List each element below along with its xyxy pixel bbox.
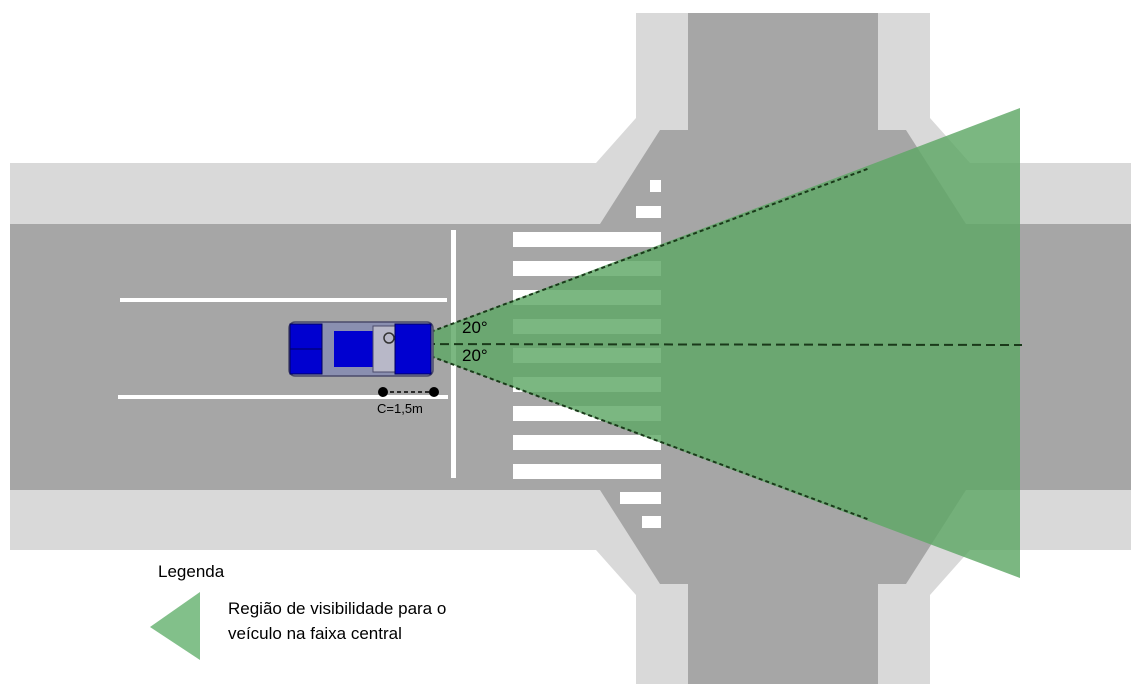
lane-line-upper: [120, 298, 447, 302]
setback-label: C=1,5m: [377, 401, 423, 416]
crosswalk-stripe: [642, 516, 661, 528]
sidewalk-bottom-left: [10, 490, 688, 684]
corner-flare-top-left: [600, 130, 688, 224]
lane-line-lower: [118, 395, 448, 399]
sightline-center: [397, 343, 1023, 346]
angle-label-upper: 20°: [462, 318, 488, 337]
crosswalk-stripe: [513, 464, 661, 479]
crosswalk-stripe: [513, 435, 661, 450]
crosswalk-stripe: [620, 492, 661, 504]
angle-label-lower: 20°: [462, 346, 488, 365]
setback-marker-start: [378, 387, 388, 397]
legend-title: Legenda: [158, 562, 225, 581]
setback-marker-end: [429, 387, 439, 397]
vehicle-hood: [394, 323, 432, 375]
crosswalk-stripe: [636, 206, 661, 218]
legend-description: Região de visibilidade para o veículo na…: [228, 596, 528, 646]
vehicle-roof: [334, 331, 373, 367]
visibility-region: [398, 108, 1020, 578]
corner-flare-bottom-left: [600, 490, 688, 584]
legend-line-2: veículo na faixa central: [228, 624, 402, 643]
legend-symbol: [150, 592, 200, 660]
vehicle-steering-wheel: [383, 332, 395, 344]
sidewalk-top-left: [10, 13, 688, 224]
crosswalk-stripe: [650, 180, 661, 192]
vehicle-windshield: [372, 325, 396, 373]
sight-lines: [397, 167, 1023, 521]
vehicle: [288, 321, 434, 377]
crosswalk-stripe: [513, 232, 661, 247]
setback-dimension: [378, 387, 439, 397]
legend-line-1: Região de visibilidade para o: [228, 599, 447, 618]
